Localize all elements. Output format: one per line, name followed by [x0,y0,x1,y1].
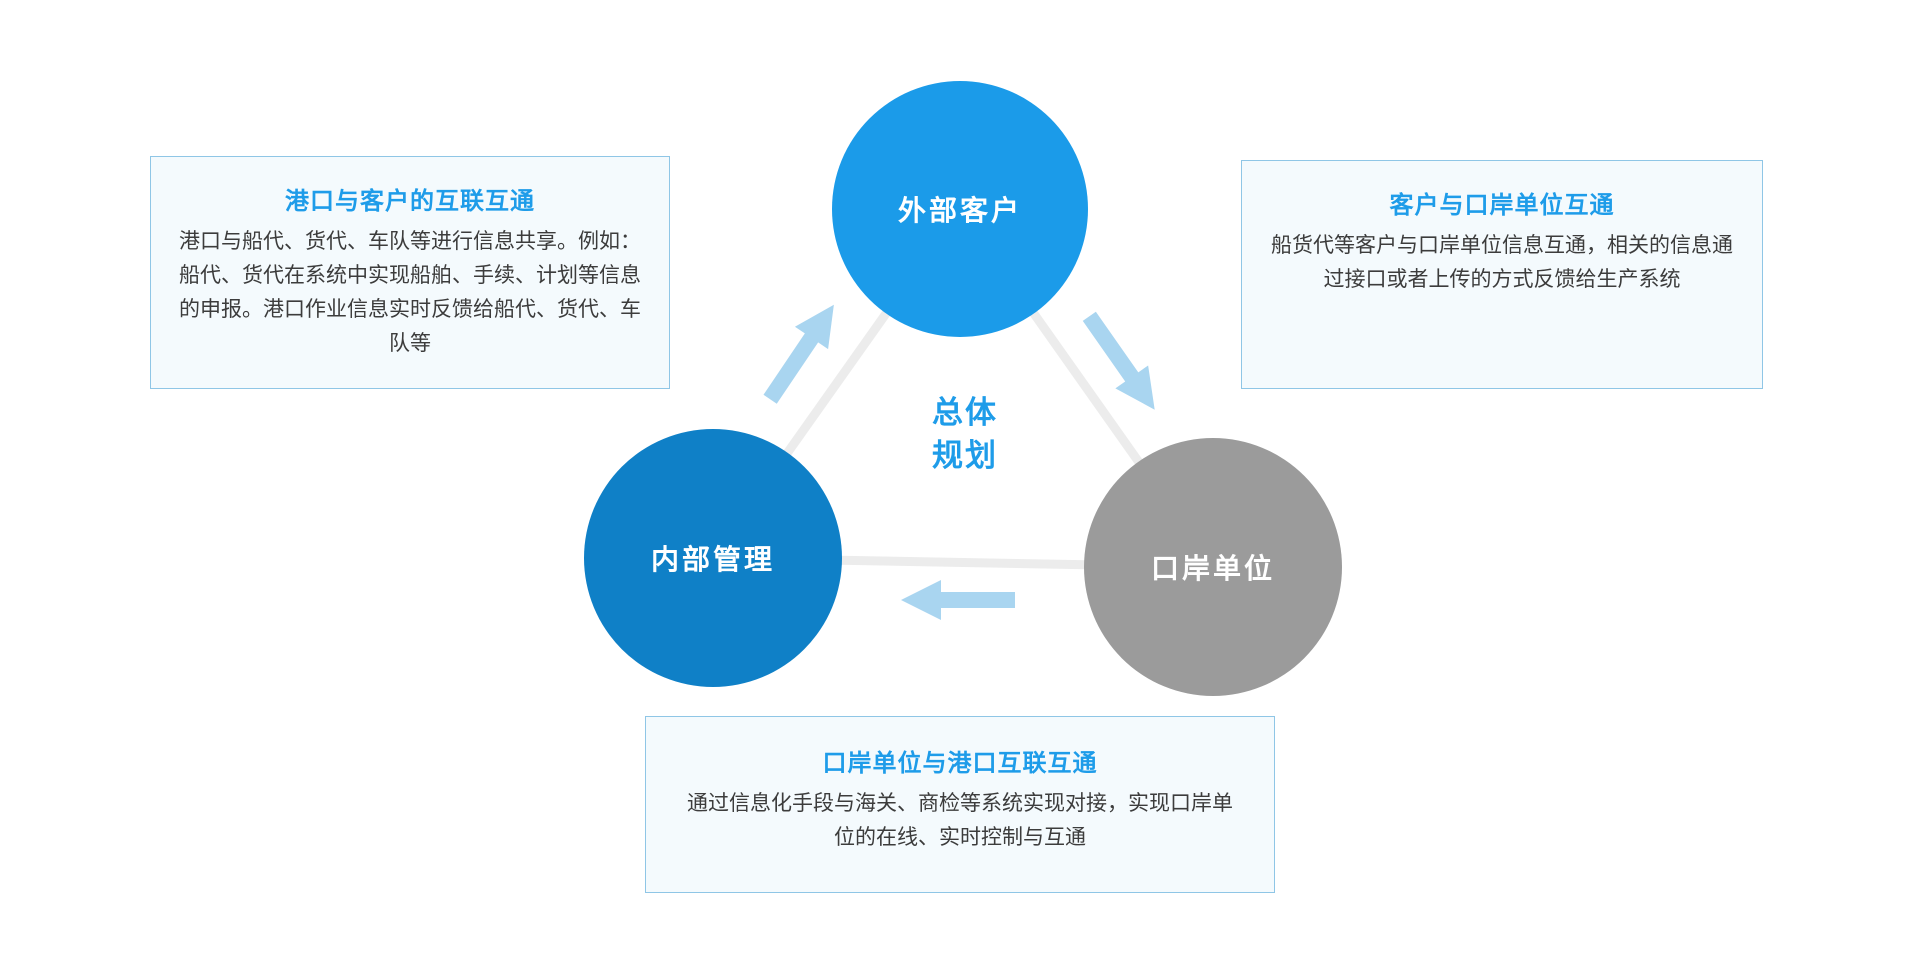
arrow-left-icon [901,580,1015,620]
center-title-line1: 总体 [932,395,998,431]
info-box-port-customer-body: 港口与船代、货代、车队等进行信息共享。例如：船代、货代在系统中实现船舶、手续、计… [179,229,641,356]
info-box-customer-port-unit-body: 船货代等客户与口岸单位信息互通，相关的信息通过接口或者上传的方式反馈给生产系统 [1271,233,1733,292]
node-internal-management-label: 内部管理 [650,543,775,576]
info-box-port-unit-port-title: 口岸单位与港口互联互通 [822,749,1098,777]
info-box-customer-port-unit-title: 客户与口岸单位互通 [1389,191,1615,219]
node-port-units-label: 口岸单位 [1150,552,1275,585]
node-port-units: 口岸单位 [1084,438,1342,696]
center-title-line2: 规划 [932,438,998,475]
info-box-port-unit-port-body: 通过信息化手段与海关、商检等系统实现对接，实现口岸单位的在线、实时控制与互通 [687,791,1233,850]
node-external-customers: 外部客户 [832,81,1088,337]
center-title: 总体 规划 [880,392,1050,479]
arrow-down-right-icon [1082,311,1155,410]
info-box-port-customer-title: 港口与客户的互联互通 [285,187,535,215]
node-external-customers-label: 外部客户 [897,194,1022,227]
node-internal-management: 内部管理 [584,429,842,687]
info-box-customer-port-unit: 客户与口岸单位互通 船货代等客户与口岸单位信息互通，相关的信息通过接口或者上传的… [1241,160,1763,389]
arrow-up-right-icon [763,304,834,404]
info-box-port-unit-port: 口岸单位与港口互联互通 通过信息化手段与海关、商检等系统实现对接，实现口岸单位的… [645,716,1275,893]
info-box-port-customer: 港口与客户的互联互通 港口与船代、货代、车队等进行信息共享。例如：船代、货代在系… [150,156,670,389]
